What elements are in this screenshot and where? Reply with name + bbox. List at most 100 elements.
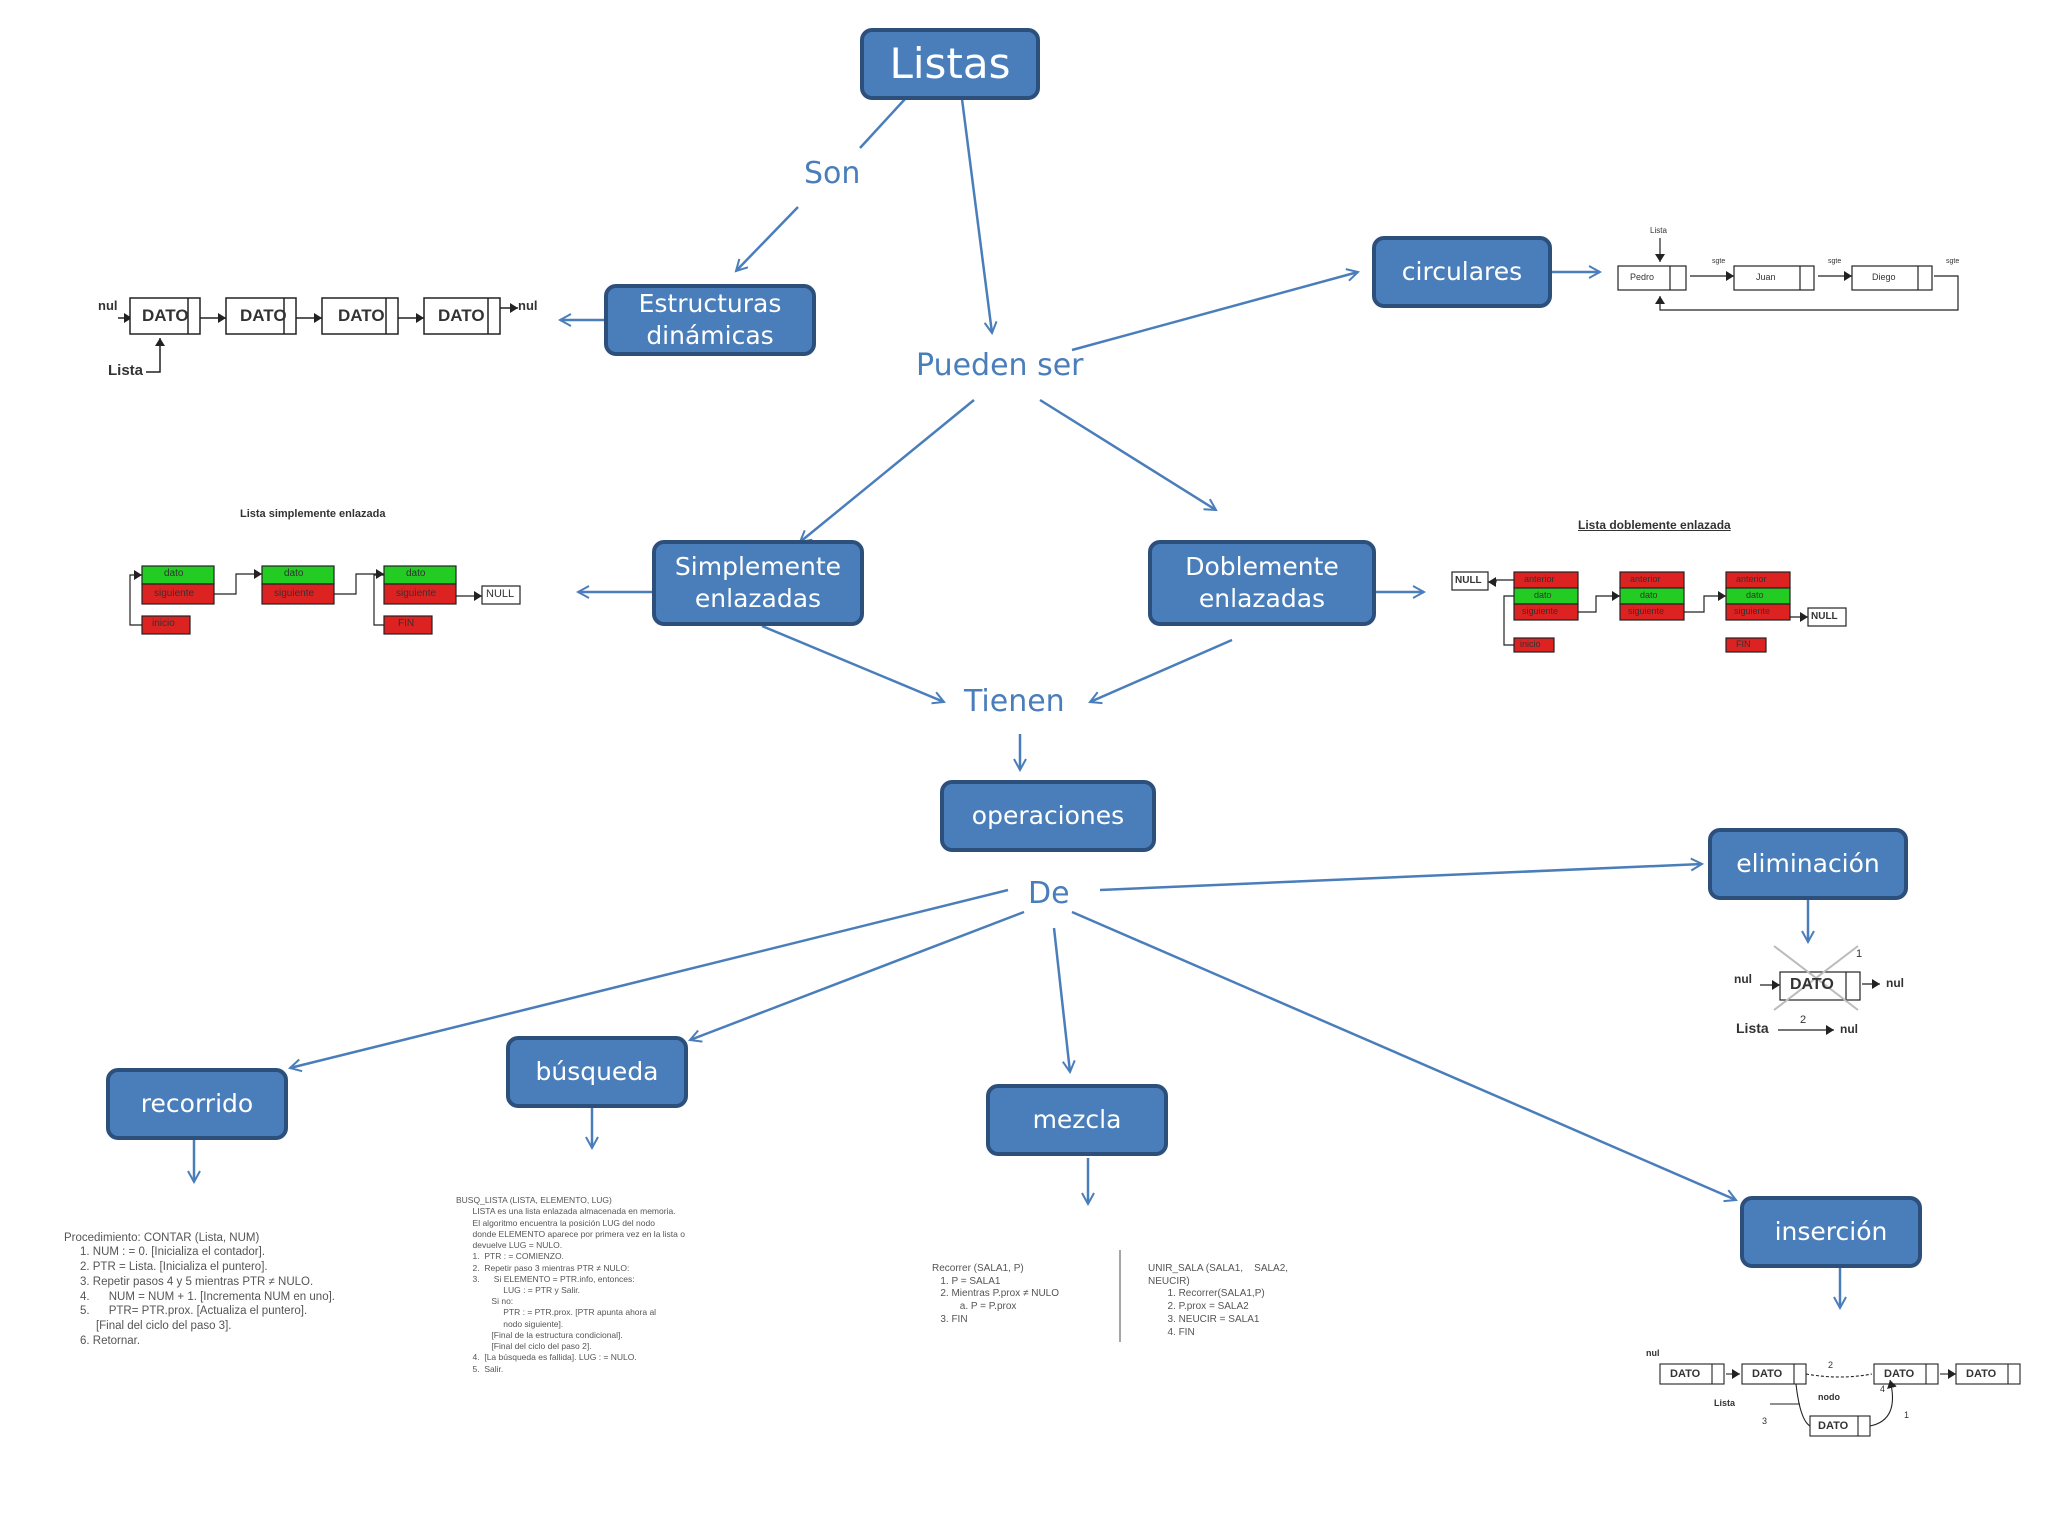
doubly-data-2: dato — [1640, 590, 1658, 600]
code-line: 2. Mientras P.prox ≠ NULO — [932, 1288, 1060, 1300]
dynamic-null-right: nul — [518, 298, 538, 313]
doubly-start: inicio — [1520, 639, 1541, 649]
arrow-puedenser-simplemente — [800, 399, 975, 542]
code-line: LUG : = PTR y Salir. — [456, 1284, 580, 1295]
dynamic-null-left: nul — [98, 298, 118, 313]
insertion-cell-1: DATO — [1670, 1368, 1701, 1380]
insertion-step-1: 1 — [1904, 1410, 1910, 1420]
circular-cell-1: Pedro — [1630, 272, 1655, 282]
dynamic-cell-3: DATO — [338, 306, 385, 325]
arrow-doblemente-tienen — [1090, 638, 1233, 702]
doubly-next-1: siguiente — [1522, 606, 1559, 616]
circular-cell-3: Diego — [1872, 272, 1896, 282]
code-line: El algoritmo encuentra la posición LUG d… — [456, 1217, 655, 1228]
insertion-step-2: 2 — [1828, 1360, 1834, 1370]
link-son: Son — [804, 156, 861, 191]
code-line: 2. P.prox = SALA2 — [1148, 1301, 1249, 1313]
doubly-title: Lista doblemente enlazada — [1578, 518, 1731, 532]
insertion-pointer: Lista — [1714, 1398, 1736, 1408]
node-estructuras-dinamicas[interactable]: Estructuras dinámicas — [604, 284, 816, 356]
doblemente-line1: Doblemente — [1185, 551, 1339, 581]
doubly-linked-illustration — [1451, 571, 1847, 653]
dynamic-cell-2: DATO — [240, 306, 287, 325]
insertion-step-4: 4 — [1880, 1384, 1886, 1394]
circular-cell-2: Juan — [1756, 272, 1776, 282]
singly-data-3: dato — [406, 568, 426, 579]
recorrido-code: Procedimiento: CONTAR (Lista, NUM) 1. NU… — [64, 1216, 335, 1363]
code-line: [Final del ciclo del paso 3]. — [64, 1320, 232, 1333]
arrow-puedenser-circulares — [1071, 272, 1358, 352]
singly-linked-illustration — [129, 565, 521, 635]
simplemente-line1: Simplemente — [674, 551, 842, 581]
insertion-node: nodo — [1818, 1392, 1840, 1402]
insertion-step-3: 3 — [1762, 1416, 1768, 1426]
code-line: LISTA es una lista enlazada almacenada e… — [456, 1206, 676, 1217]
node-listas[interactable]: Listas — [860, 28, 1040, 100]
node-eliminacion[interactable]: eliminación — [1708, 828, 1908, 900]
code-line: 6. Retornar. — [64, 1334, 141, 1347]
node-insercion[interactable]: inserción — [1740, 1196, 1922, 1268]
deletion-null-right: nul — [1886, 976, 1904, 990]
arrow-de-insercion — [1071, 910, 1736, 1200]
code-line: 4. FIN — [1148, 1326, 1195, 1338]
singly-null: NULL — [486, 588, 515, 600]
circular-next-1: sgte — [1712, 258, 1726, 265]
code-line: PTR : = PTR.prox. [PTR apunta ahora al — [456, 1307, 657, 1318]
singly-data-2: dato — [284, 568, 304, 579]
code-line: 4. NUM = NUM + 1. [Incrementa NUM en uno… — [64, 1290, 335, 1303]
node-circulares[interactable]: circulares — [1372, 236, 1552, 308]
deletion-null-left: nul — [1734, 972, 1752, 986]
node-recorrido[interactable]: recorrido — [106, 1068, 288, 1140]
code-line: 1. PTR : = COMIENZO. — [456, 1251, 564, 1262]
code-line: a. P = P.prox — [932, 1301, 1017, 1313]
link-de: De — [1028, 876, 1070, 911]
node-mezcla[interactable]: mezcla — [986, 1084, 1168, 1156]
node-simplemente-enlazadas[interactable]: Simplemente enlazadas — [652, 540, 864, 626]
estructuras-line1: Estructuras — [638, 288, 782, 318]
arrow-de-recorrido — [290, 888, 1009, 1068]
estructuras-line2: dinámicas — [646, 321, 774, 350]
code-line: 5. Salir. — [456, 1363, 504, 1374]
code-line: [Final del ciclo del paso 2]. — [456, 1341, 592, 1352]
singly-title: Lista simplemente enlazada — [240, 508, 386, 520]
arrow-simplemente-tienen — [761, 624, 944, 702]
deletion-step-1: 1 — [1856, 948, 1863, 960]
singly-fin: FIN — [398, 618, 415, 629]
node-operaciones[interactable]: operaciones — [940, 780, 1156, 852]
code-line: Si no: — [456, 1296, 514, 1307]
code-line: 1. P = SALA1 — [932, 1275, 1001, 1287]
code-line: 3. FIN — [932, 1313, 968, 1325]
code-line: 4. [La búsqueda es fallida]. LUG : = NUL… — [456, 1352, 637, 1363]
mezcla-code-left: Recorrer (SALA1, P) 1. P = SALA1 2. Mien… — [932, 1250, 1059, 1340]
code-line: 1. Recorrer(SALA1,P) — [1148, 1288, 1265, 1300]
code-line: 3. Repetir pasos 4 y 5 mientras PTR ≠ NU… — [64, 1275, 314, 1288]
insertion-cell-2: DATO — [1752, 1368, 1783, 1380]
singly-next-2: siguiente — [274, 588, 315, 599]
singly-next-1: siguiente — [154, 588, 195, 599]
singly-data-1: dato — [164, 568, 184, 579]
simplemente-line2: enlazadas — [694, 584, 822, 613]
node-doblemente-enlazadas[interactable]: Doblemente enlazadas — [1148, 540, 1376, 626]
arrow-puedenser-doblemente — [1039, 398, 1216, 510]
doubly-next-3: siguiente — [1734, 606, 1771, 616]
code-line: 2. PTR = Lista. [Inicializa el puntero]. — [64, 1261, 268, 1274]
node-busqueda[interactable]: búsqueda — [506, 1036, 688, 1108]
deletion-pointer: Lista — [1736, 1020, 1769, 1036]
link-pueden-ser: Pueden ser — [916, 348, 1084, 383]
doubly-null-right: NULL — [1811, 611, 1838, 622]
code-line: 2. Repetir paso 3 mientras PTR ≠ NULO: — [456, 1262, 630, 1273]
code-line: 3. Si ELEMENTO = PTR.info, entonces: — [456, 1273, 635, 1284]
doubly-data-1: dato — [1534, 590, 1552, 600]
doubly-prev-1: anterior — [1524, 574, 1555, 584]
circular-next-3: sgte — [1946, 258, 1960, 265]
mezcla-code-right: UNIR_SALA (SALA1, SALA2,NEUCIR) 1. Recor… — [1148, 1250, 1288, 1352]
dynamic-list-illustration — [118, 297, 518, 373]
doubly-prev-3: anterior — [1736, 574, 1767, 584]
circular-list-illustration — [1617, 238, 1959, 311]
deletion-illustration — [1760, 945, 1880, 1035]
code-line: 3. NEUCIR = SALA1 — [1148, 1313, 1260, 1325]
code-line: BUSQ_LISTA (LISTA, ELEMENTO, LUG) — [456, 1195, 612, 1206]
code-line: 5. PTR= PTR.prox. [Actualiza el puntero]… — [64, 1305, 308, 1318]
doubly-data-3: dato — [1746, 590, 1764, 600]
